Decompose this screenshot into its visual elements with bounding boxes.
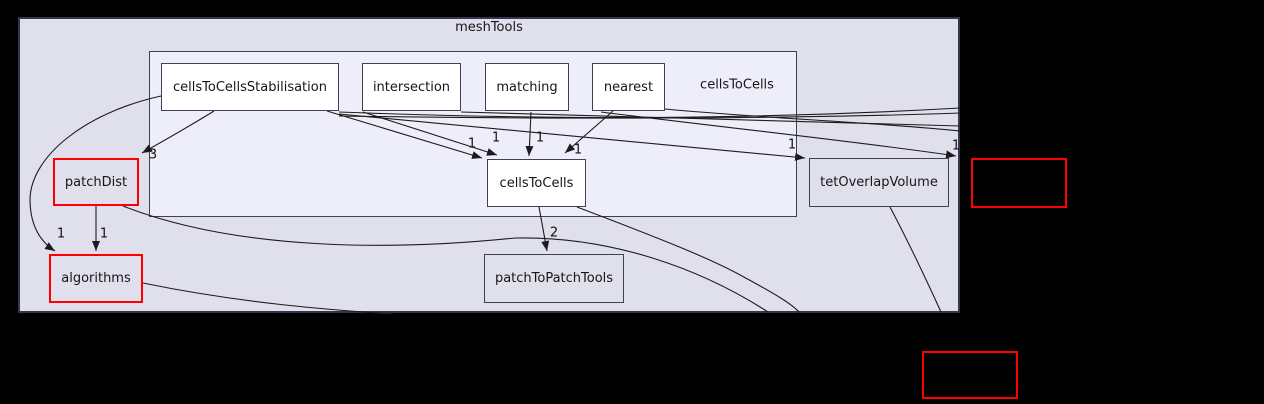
node-label: algorithms: [61, 271, 131, 286]
edge-count-tetoverlapvolume: 1: [787, 137, 797, 153]
edge-count-external-right: 1: [951, 138, 961, 154]
node-label: patchDist: [64, 174, 128, 190]
edge-curve-patchdist-out: [122, 205, 769, 313]
node-label: tetOverlapVolume: [820, 175, 938, 190]
node-patchdist[interactable]: patchDist: [53, 158, 139, 206]
edge-cellstocells-to-patchtopatchtools: [538, 206, 550, 252]
edge-stabilisation-to-cellstocells: [326, 110, 483, 159]
edge-count-algorithms-left: 1: [56, 226, 66, 242]
node-algorithms[interactable]: algorithms: [49, 254, 143, 303]
node-matching[interactable]: matching: [485, 63, 569, 111]
edge-intersection-to-cellstocells: [362, 111, 498, 156]
edge-stabilisation-to-algorithms: [29, 95, 162, 252]
edge-count-cellstocells-1: 1: [467, 136, 477, 152]
node-label: matching: [496, 79, 558, 95]
edge-bundle-1: [338, 107, 961, 119]
edge-curve-cellstocells-out: [576, 206, 801, 314]
node-label: patchToPatchTools: [494, 271, 614, 286]
node-tetoverlapvolume[interactable]: tetOverlapVolume: [809, 158, 949, 207]
inner-cluster-title[interactable]: cellsToCells: [700, 77, 774, 93]
node-cellstocells[interactable]: cellsToCells: [487, 159, 586, 207]
node-external-right[interactable]: [971, 158, 1067, 208]
edge-matching-to-cellstocells: [525, 111, 534, 157]
node-external-bottom[interactable]: [922, 351, 1018, 399]
edge-count-cellstocells-4: 1: [573, 142, 583, 158]
node-patchtopatchtools[interactable]: patchToPatchTools: [484, 254, 624, 303]
edge-count-patchdist: 3: [148, 147, 158, 163]
edge-curve-algorithms-out: [142, 282, 394, 315]
node-intersection[interactable]: intersection: [362, 63, 461, 111]
edge-count-cellstocells-2: 1: [491, 130, 501, 146]
edge-bundle-3: [460, 111, 961, 127]
edge-bundle-2: [338, 112, 961, 119]
edge-count-algorithms-mid: 1: [99, 226, 109, 242]
edge-stabilisation-to-patchdist: [141, 110, 215, 154]
edge-bundle-4: [664, 108, 961, 132]
edge-count-patchtopatchtools: 2: [549, 225, 559, 241]
edge-tetoverlapvolume-out: [889, 206, 942, 313]
node-label: nearest: [603, 79, 654, 95]
outer-cluster-title[interactable]: meshTools: [455, 20, 523, 35]
node-label: cellsToCells: [499, 175, 574, 191]
node-label: intersection: [372, 79, 451, 95]
node-nearest[interactable]: nearest: [592, 63, 665, 111]
node-label: cellsToCellsStabilisation: [173, 79, 327, 95]
node-cellstocellsstabilisation[interactable]: cellsToCellsStabilisation: [161, 63, 339, 111]
edge-count-cellstocells-3: 1: [535, 130, 545, 146]
